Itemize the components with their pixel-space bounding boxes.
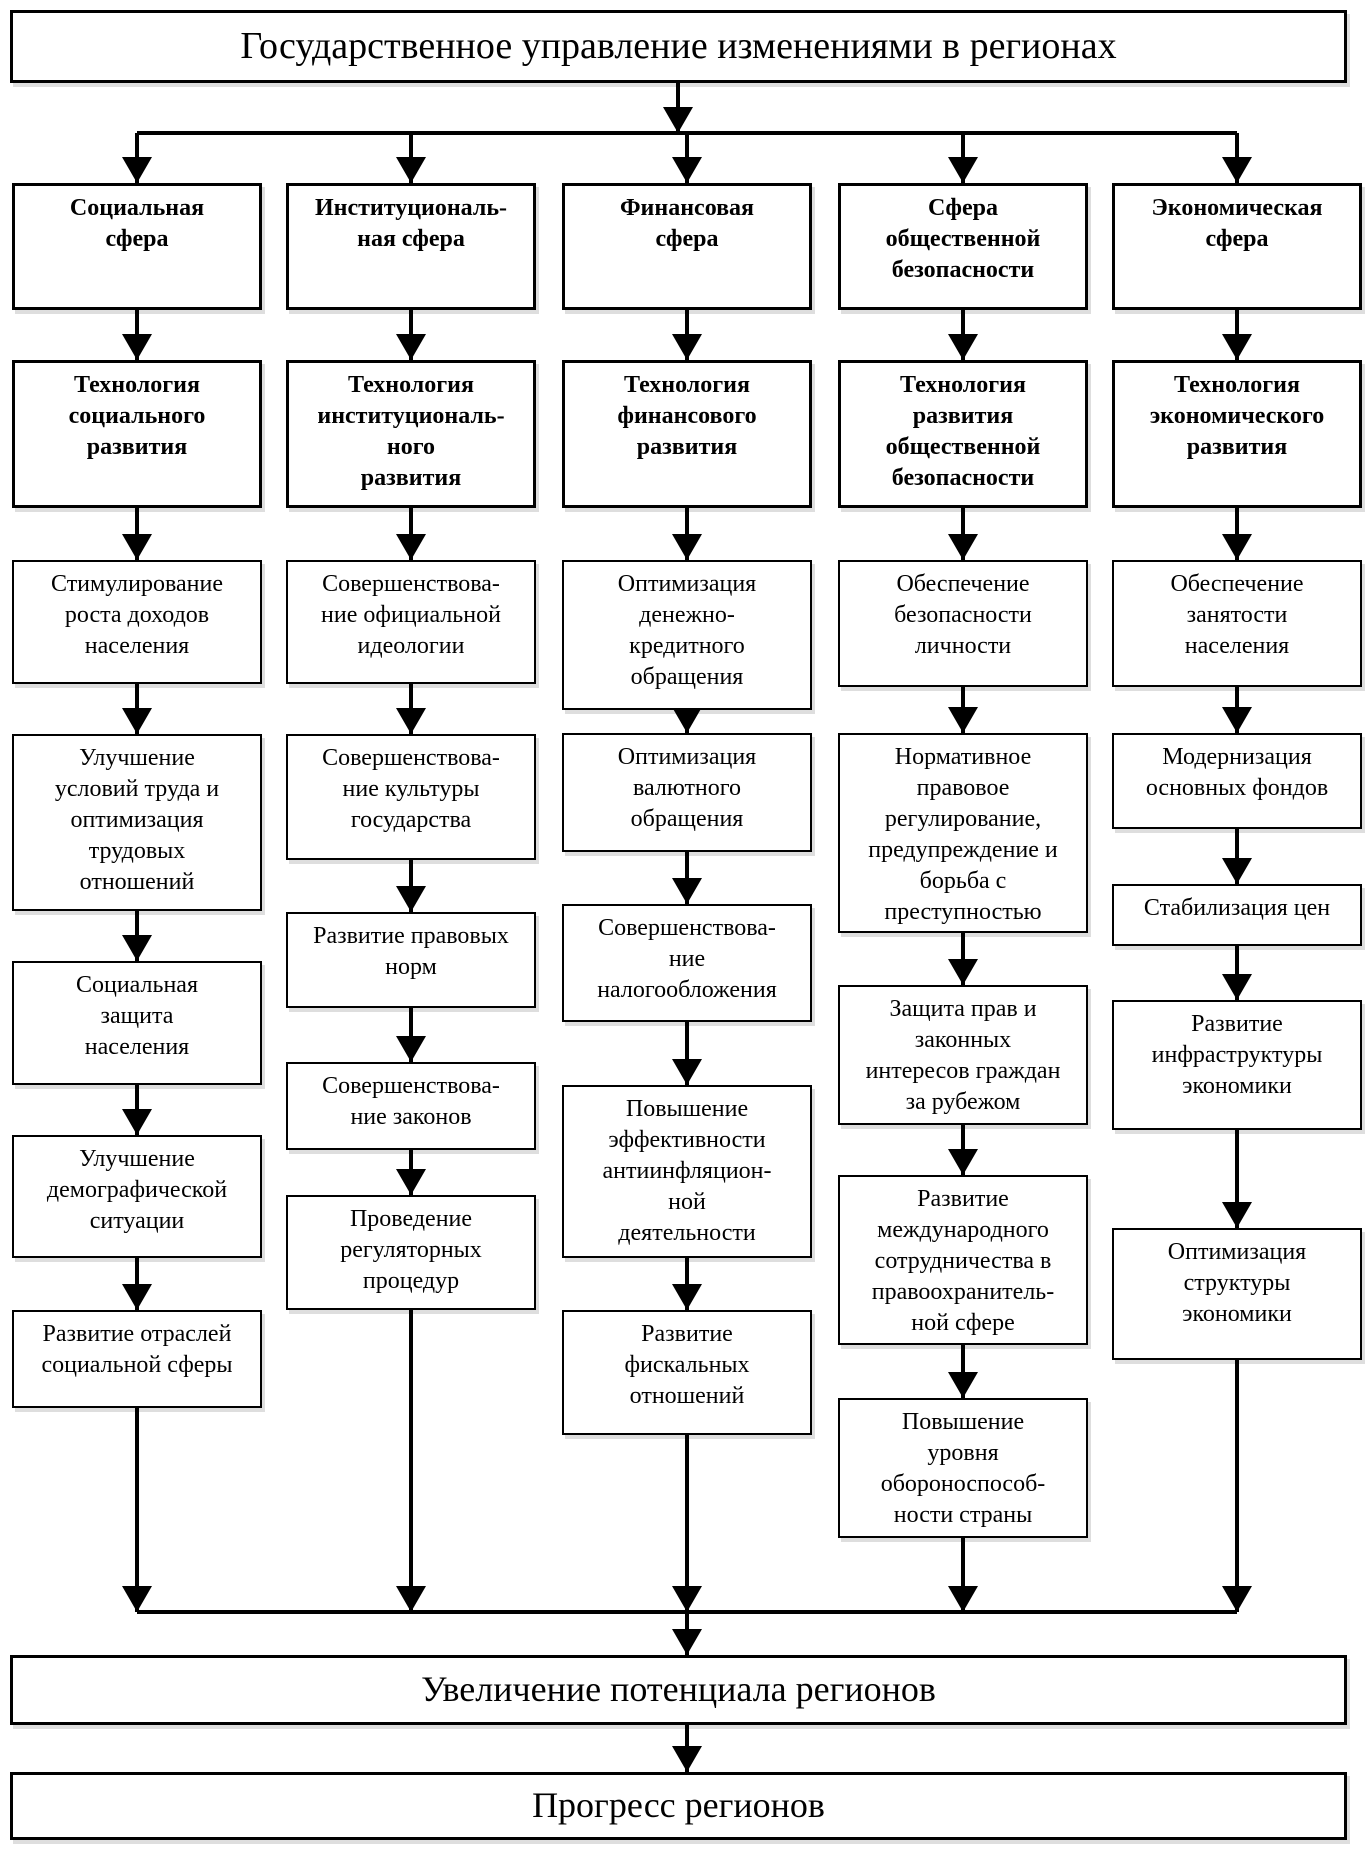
outcome-box: Увеличение потенциала регионов [10,1655,1347,1725]
box-sphere-security: Сфера общественной безопасности [838,183,1088,310]
box-institutional-step-2: Совершенствова- ние культуры государства [286,734,536,860]
title-label: Государственное управление изменениями в… [240,24,1117,67]
box-social-step-5: Развитие отраслей социальной сферы [12,1310,262,1408]
label: Стабилизация цен [1143,895,1331,921]
box-social-step-4: Улучшение демографической ситуации [12,1135,262,1258]
label: Повышение эффективности антиинфляцион- н… [602,1096,772,1246]
box-security-step-4: Развитие международного сотрудничества в… [838,1175,1088,1345]
box-economic-step-1: Обеспечение занятости населения [1112,560,1362,687]
box-tech-financial: Технология финансового развития [562,360,812,508]
box-tech-security: Технология развития общественной безопас… [838,360,1088,508]
box-economic-step-4: Развитие инфраструктуры экономики [1112,1000,1362,1130]
label: Оптимизация структуры экономики [1167,1239,1307,1327]
box-institutional-step-4: Совершенствова- ние законов [286,1062,536,1150]
label: Технология институциональ- ного развития [317,372,505,491]
box-sphere-institutional: Институциональ- ная сфера [286,183,536,310]
box-economic-step-3: Стабилизация цен [1112,884,1362,946]
box-sphere-economic: Экономическая сфера [1112,183,1362,310]
sphere-to-tech-arrows [122,310,1252,560]
label: Технология экономического развития [1149,372,1325,460]
label: Развитие правовых норм [313,923,509,980]
label: Улучшение условий труда и оптимизация тр… [54,745,220,895]
label: Нормативное правовое регулирование, пред… [868,744,1058,925]
label: Обеспечение безопасности личности [894,571,1032,659]
box-tech-social: Технология социального развития [12,360,262,508]
label: Совершенствова- ние налогообложения [597,915,777,1003]
label: Оптимизация валютного обращения [617,744,757,832]
box-tech-economic: Технология экономического развития [1112,360,1362,508]
box-institutional-step-3: Развитие правовых норм [286,912,536,1008]
label: Социальная сфера [69,195,205,252]
label: Институциональ- ная сфера [314,195,508,252]
label: Модернизация основных фондов [1145,744,1329,801]
box-social-step-2: Улучшение условий труда и оптимизация тр… [12,734,262,911]
box-economic-step-2: Модернизация основных фондов [1112,733,1362,829]
label: Оптимизация денежно- кредитного обращени… [617,571,757,690]
box-social-step-1: Стимулирование роста доходов населения [12,560,262,684]
label: Технология развития общественной безопас… [885,372,1041,491]
box-institutional-step-5: Проведение регуляторных процедур [286,1195,536,1310]
label: Технология социального развития [68,372,206,460]
outcome-label: Увеличение потенциала регионов [421,1669,936,1710]
label: Технология финансового развития [617,372,757,460]
box-economic-step-5: Оптимизация структуры экономики [1112,1228,1362,1360]
label: Повышение уровня обороноспособ- ности ст… [880,1409,1046,1528]
box-security-step-1: Обеспечение безопасности личности [838,560,1088,687]
box-security-step-5: Повышение уровня обороноспособ- ности ст… [838,1398,1088,1538]
label: Социальная защита населения [75,972,198,1060]
label: Развитие инфраструктуры экономики [1151,1011,1323,1099]
outcome-connectors [137,1610,1237,1772]
box-tech-institutional: Технология институциональ- ного развития [286,360,536,508]
box-security-step-3: Защита прав и законных интересов граждан… [838,985,1088,1125]
label: Совершенствова- ние официальной идеологи… [321,571,501,659]
box-sphere-social: Социальная сфера [12,183,262,310]
result-label: Прогресс регионов [532,1785,825,1826]
label: Развитие отраслей социальной сферы [41,1321,233,1378]
trunk-connectors [122,83,1252,183]
box-institutional-step-1: Совершенствова- ние официальной идеологи… [286,560,536,684]
label: Развитие международного сотрудничества в… [871,1186,1055,1336]
label: Обеспечение занятости населения [1170,571,1304,659]
label: Защита прав и законных интересов граждан… [865,996,1061,1115]
label: Совершенствова- ние законов [322,1073,500,1130]
label: Стимулирование роста доходов населения [51,571,223,659]
label: Улучшение демографической ситуации [46,1146,228,1234]
box-financial-step-4: Повышение эффективности антиинфляцион- н… [562,1085,812,1258]
box-financial-step-5: Развитие фискальных отношений [562,1310,812,1435]
box-financial-step-1: Оптимизация денежно- кредитного обращени… [562,560,812,710]
box-social-step-3: Социальная защита населения [12,961,262,1085]
label: Финансовая сфера [619,195,755,252]
result-box: Прогресс регионов [10,1772,1347,1840]
box-sphere-financial: Финансовая сфера [562,183,812,310]
box-financial-step-3: Совершенствова- ние налогообложения [562,904,812,1022]
label: Сфера общественной безопасности [885,195,1041,283]
label: Экономическая сфера [1151,195,1323,252]
label: Проведение регуляторных процедур [340,1206,482,1294]
label: Совершенствова- ние культуры государства [322,745,500,833]
title-box: Государственное управление изменениями в… [10,10,1347,83]
box-security-step-2: Нормативное правовое регулирование, пред… [838,733,1088,933]
box-financial-step-2: Оптимизация валютного обращения [562,733,812,852]
label: Развитие фискальных отношений [624,1321,750,1409]
